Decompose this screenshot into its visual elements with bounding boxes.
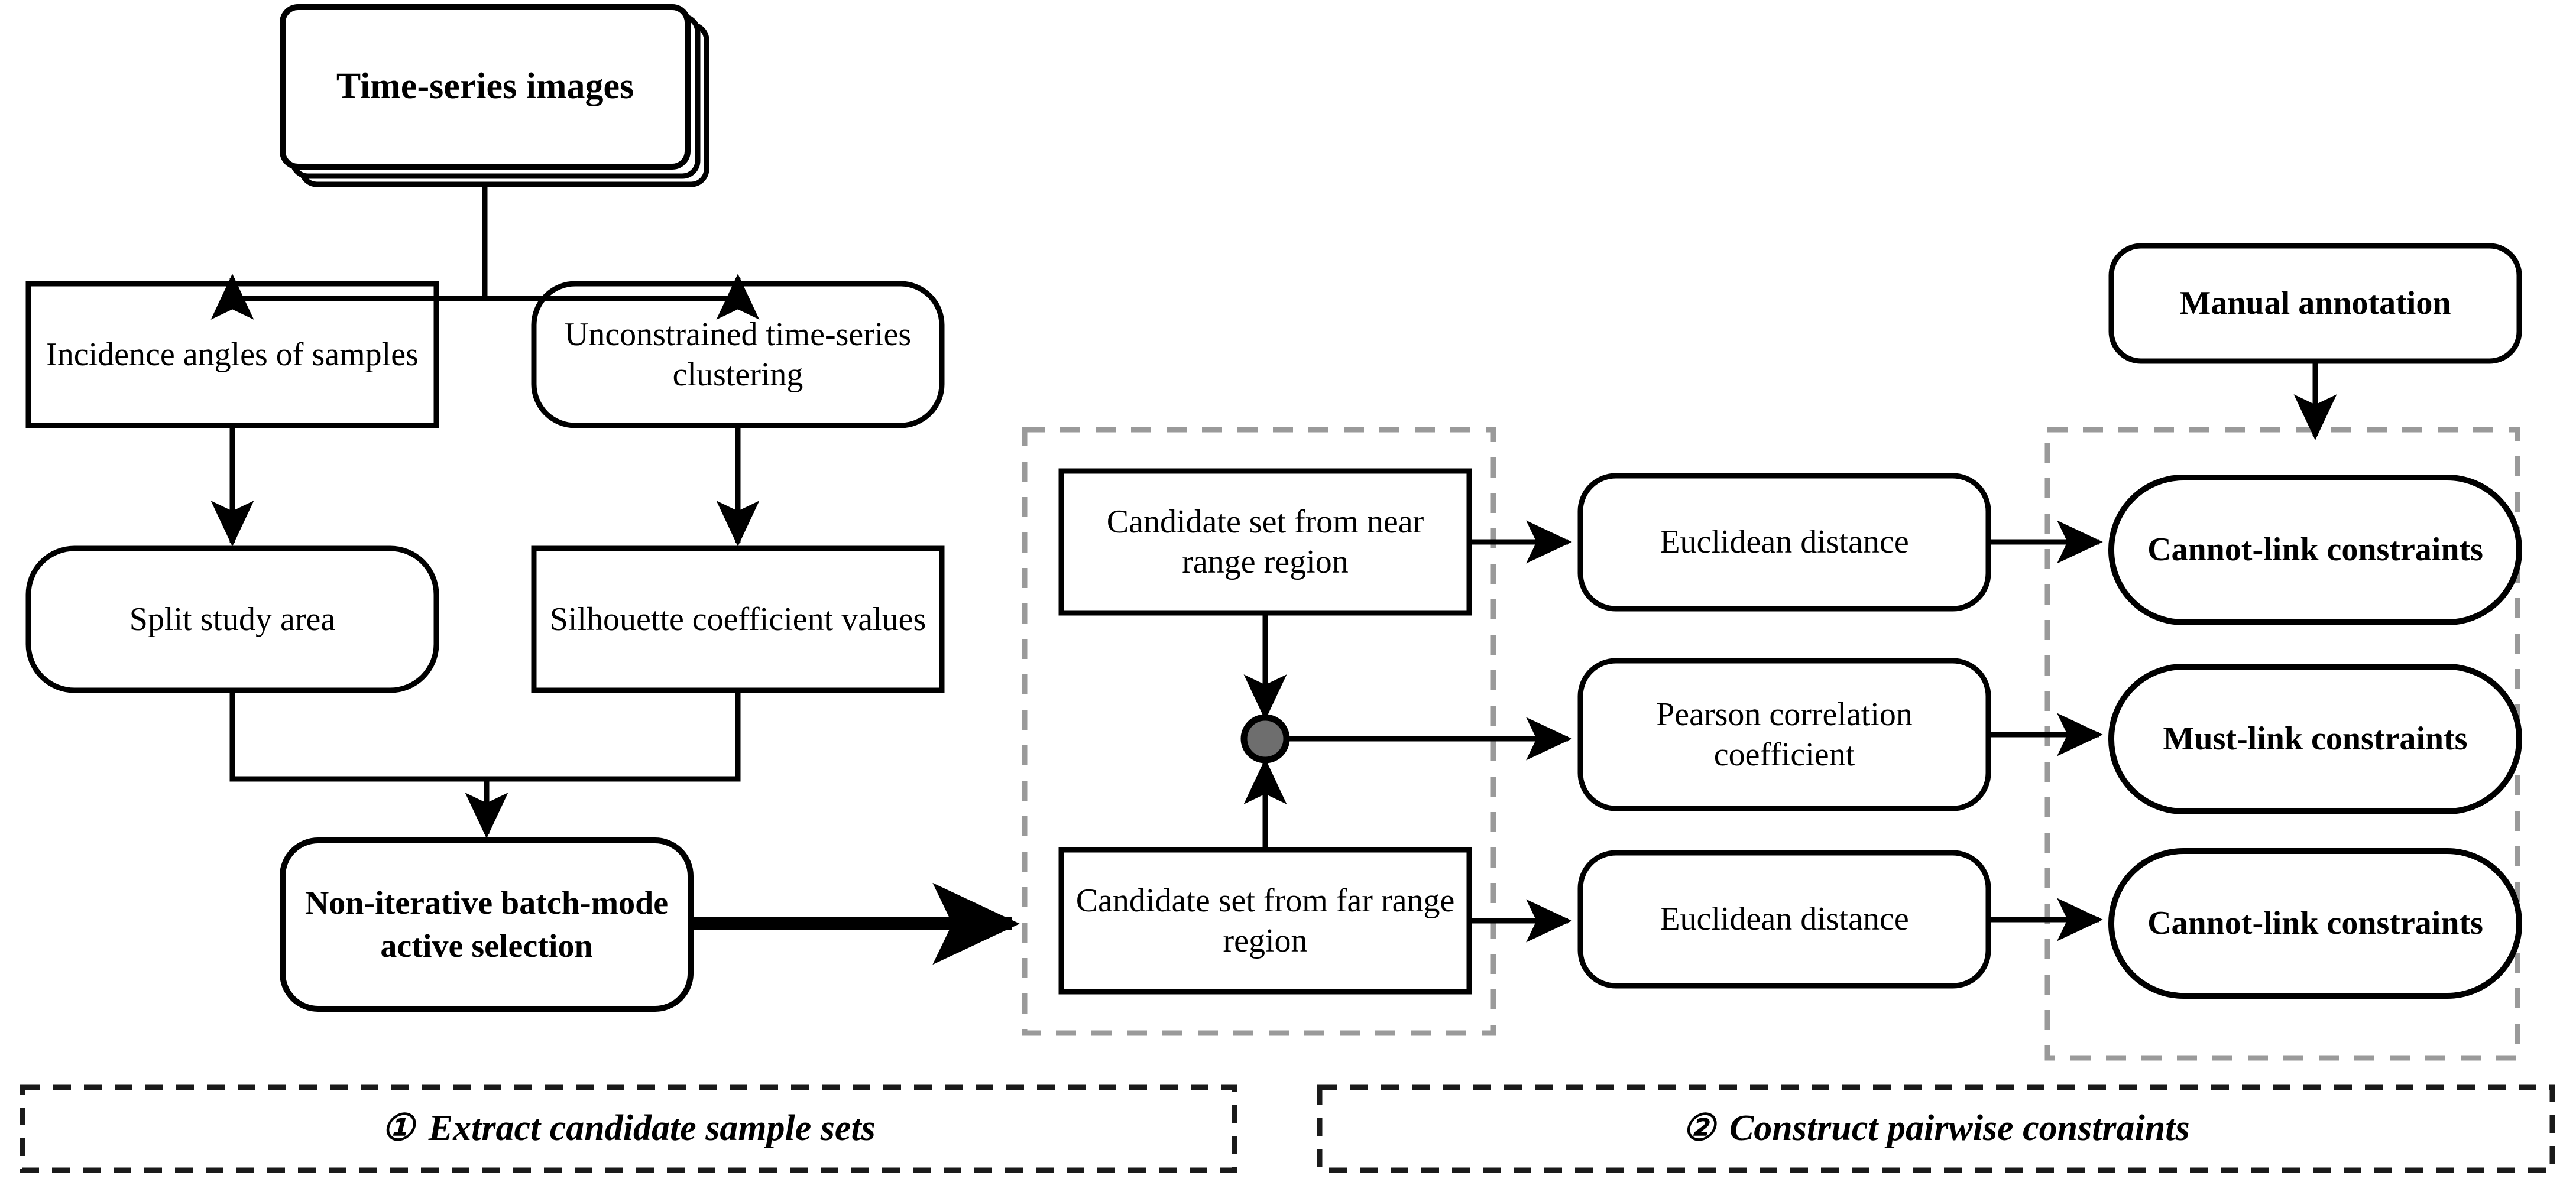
node-active-selection[interactable] bbox=[280, 837, 694, 1012]
node-must-link[interactable] bbox=[2108, 664, 2522, 814]
node-time-series-images[interactable] bbox=[280, 4, 709, 187]
node-pearson[interactable] bbox=[1577, 658, 1991, 811]
node-split-study-area[interactable] bbox=[25, 545, 439, 693]
edge-merge-bracket bbox=[229, 690, 741, 782]
node-manual-annotation[interactable] bbox=[2108, 243, 2522, 364]
node-euclidean-bottom[interactable] bbox=[1577, 850, 1991, 989]
caption-frame-1 bbox=[20, 1084, 1237, 1173]
node-incidence-angles[interactable] bbox=[25, 281, 439, 428]
node-candidate-near[interactable] bbox=[1058, 468, 1472, 616]
node-silhouette-values[interactable] bbox=[531, 545, 945, 693]
caption-frame-2 bbox=[1317, 1084, 2555, 1173]
node-cannot-link-bottom[interactable] bbox=[2108, 848, 2522, 999]
node-cannot-link-top[interactable] bbox=[2108, 475, 2522, 625]
node-euclidean-top[interactable] bbox=[1577, 473, 1991, 612]
node-unconstrained-clustering[interactable] bbox=[531, 281, 945, 428]
stack-layer-front bbox=[280, 4, 691, 170]
node-candidate-far[interactable] bbox=[1058, 847, 1472, 995]
junction-node[interactable] bbox=[1240, 714, 1290, 764]
